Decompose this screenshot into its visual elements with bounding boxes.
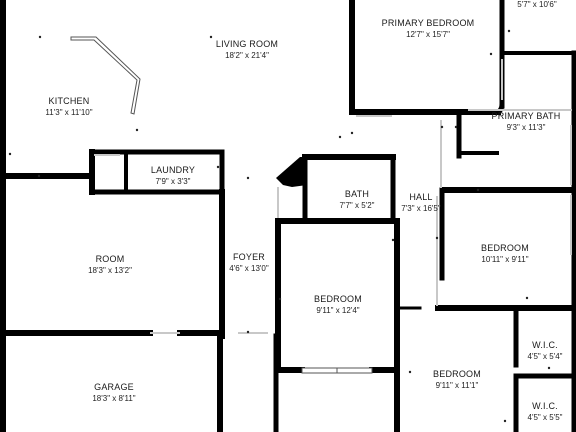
- room-name: PRIMARY BATH: [491, 111, 561, 121]
- room-dimensions: 7'7" x 5'2": [339, 201, 375, 210]
- wall-bath-angled-corner: [276, 157, 307, 187]
- room-label-laundry: LAUNDRY 7'9" x 3'3": [151, 164, 195, 188]
- room-name: BEDROOM: [433, 369, 481, 379]
- kitchen-counter: [70, 36, 141, 115]
- room-dimensions: 9'3" x 11'3": [506, 123, 546, 132]
- room-label-top-right-closet: 5'7" x 10'6": [517, 0, 556, 11]
- room-label-bedroom-right: BEDROOM 10'11" x 9'11": [481, 242, 529, 266]
- room-dimensions: 9'11" x 12'4": [316, 306, 360, 315]
- room-label-wic-lower: W.I.C. 4'5" x 5'5": [528, 400, 563, 424]
- room-dimensions: 4'5" x 5'4": [527, 352, 563, 361]
- room-label-primary-bath: PRIMARY BATH 9'3" x 11'3": [492, 110, 561, 134]
- room-label-living-room: LIVING ROOM 18'2" x 21'4": [216, 38, 278, 62]
- room-label-hall: HALL 7'3" x 16'5": [401, 191, 440, 215]
- room-label-foyer: FOYER 4'6" x 13'0": [229, 251, 268, 275]
- room-name: ROOM: [95, 254, 125, 264]
- room-dimensions: 18'3" x 8'11": [92, 394, 136, 403]
- room-name: BEDROOM: [314, 294, 362, 304]
- room-dimensions: 18'3" x 13'2": [88, 266, 132, 275]
- room-dimensions: 9'11" x 11'1": [435, 381, 479, 390]
- room-dimensions: 11'3" x 11'10": [45, 108, 93, 117]
- room-name: FOYER: [232, 252, 265, 262]
- room-dimensions: 4'6" x 13'0": [229, 264, 269, 273]
- room-dimensions: 12'7" x 15'7": [406, 30, 450, 39]
- room-dimensions: 10'11" x 9'11": [481, 255, 529, 264]
- room-name: BATH: [344, 189, 370, 199]
- room-name: KITCHEN: [48, 96, 90, 106]
- room-label-bath: BATH 7'7" x 5'2": [340, 188, 375, 212]
- room-name: LIVING ROOM: [215, 39, 279, 49]
- room-label-bedroom-center: BEDROOM 9'11" x 12'4": [314, 293, 362, 317]
- room-label-wic-upper: W.I.C. 4'5" x 5'4": [528, 339, 563, 363]
- room-label-bedroom-bottom: BEDROOM 9'11" x 11'1": [433, 368, 481, 392]
- room-label-room: ROOM 18'3" x 13'2": [88, 253, 132, 277]
- room-name: BEDROOM: [481, 243, 529, 253]
- room-dimensions: 5'7" x 10'6": [517, 0, 557, 9]
- room-name: GARAGE: [94, 382, 134, 392]
- room-dimensions: 18'2" x 21'4": [225, 51, 269, 60]
- room-name: HALL: [409, 192, 433, 202]
- room-label-primary-bedroom: PRIMARY BEDROOM 12'7" x 15'7": [382, 17, 475, 41]
- room-dimensions: 4'5" x 5'5": [527, 413, 563, 422]
- room-label-kitchen: KITCHEN 11'3" x 11'10": [45, 95, 92, 119]
- room-name: PRIMARY BEDROOM: [381, 18, 475, 28]
- room-dimensions: 7'3" x 16'5": [401, 204, 441, 213]
- room-name: W.I.C.: [532, 340, 558, 350]
- room-dimensions: 7'9" x 3'3": [155, 177, 191, 186]
- thin-walls: [94, 59, 572, 334]
- room-name: W.I.C.: [532, 401, 558, 411]
- markers: [8, 29, 551, 423]
- window-center-bedroom: [301, 367, 373, 374]
- room-label-garage: GARAGE 18'3" x 8'11": [92, 381, 135, 405]
- room-name: LAUNDRY: [150, 165, 196, 175]
